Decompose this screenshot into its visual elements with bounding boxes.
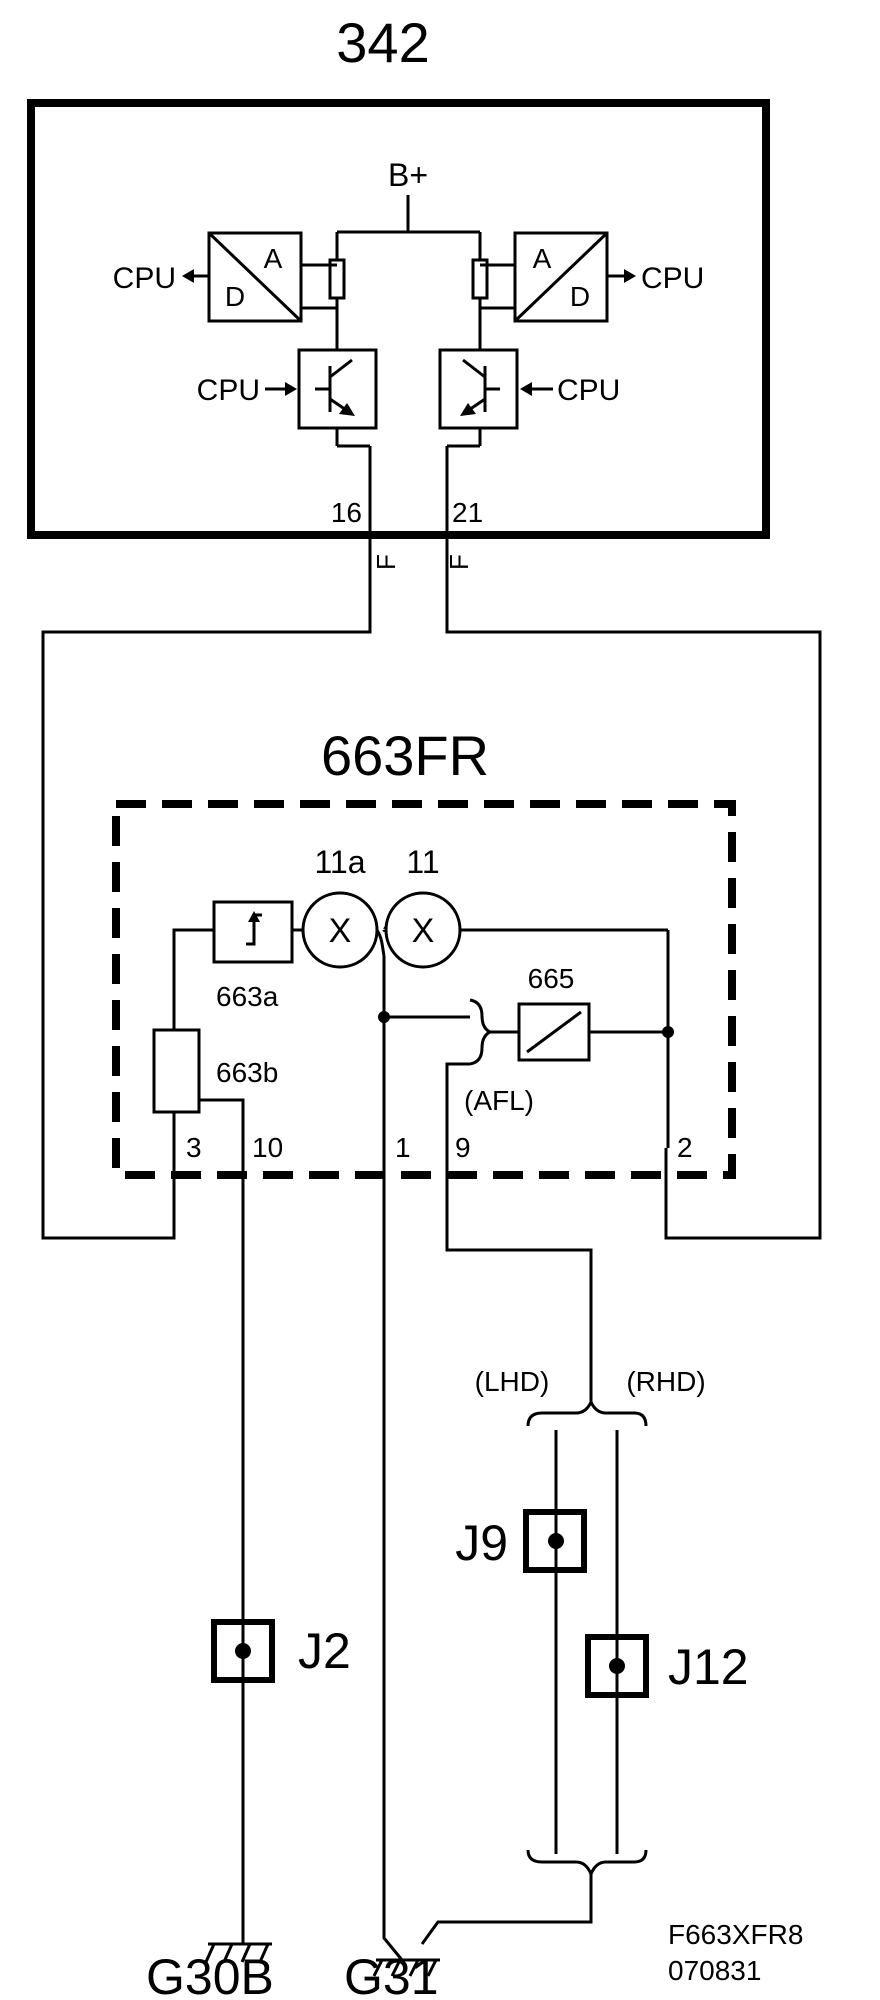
bulb-11: X <box>384 891 462 969</box>
cpu-in-right-arrow <box>520 382 532 396</box>
svg-text:X: X <box>412 912 435 950</box>
variant-brace-top <box>526 1398 648 1427</box>
pin-16-marker: F <box>371 554 401 570</box>
pin-21-marker: F <box>444 554 474 570</box>
module-pin-21: 21 <box>452 497 483 528</box>
cpu-out-left: CPU <box>113 262 176 295</box>
left-ad-converter: A D <box>207 231 303 323</box>
right-ad-converter: A D <box>513 231 609 323</box>
right-transistor <box>438 348 519 430</box>
cpu-out-right: CPU <box>641 262 704 295</box>
svg-text:D: D <box>225 281 245 312</box>
module-title: 342 <box>336 11 429 74</box>
resistor-label: 663b <box>216 1057 278 1088</box>
svg-text:A: A <box>533 243 552 274</box>
footer-code: F663XFR8 <box>668 1919 803 1950</box>
lamp-unit-outline <box>112 800 736 1179</box>
connector-j2-label: J2 <box>298 1623 351 1679</box>
rhd-label: (RHD) <box>626 1366 705 1397</box>
flasher-label: 663a <box>216 981 279 1012</box>
ground-g30b-label: G30B <box>146 1949 274 2000</box>
variant-brace-bottom <box>526 1849 648 1878</box>
left-transistor <box>297 348 378 430</box>
lamp-pin-9: 9 <box>455 1132 471 1163</box>
footer-date: 070831 <box>668 1955 761 1986</box>
cpu-out-left-arrow <box>182 269 194 283</box>
connector-j9 <box>523 1509 587 1573</box>
afl-label: (AFL) <box>464 1085 534 1116</box>
bulb-11a-label: 11a <box>314 844 365 880</box>
lamp-unit-title: 663FR <box>321 724 489 787</box>
resistor-663b <box>152 1028 201 1114</box>
svg-text:A: A <box>264 243 283 274</box>
ground-symbol-g31 <box>372 1958 440 1977</box>
module-pin-16: 16 <box>331 497 362 528</box>
supply-label: B+ <box>388 157 428 193</box>
svg-text:D: D <box>570 281 590 312</box>
lamp-pin-10: 10 <box>252 1132 283 1163</box>
lamp-pin-2: 2 <box>677 1132 693 1163</box>
ground-symbol-g30b <box>204 1942 272 1963</box>
connector-j12-label: J12 <box>668 1639 749 1695</box>
cpu-out-right-arrow <box>624 269 636 283</box>
cpu-in-left-arrow <box>285 382 297 396</box>
bulb-11a: X <box>301 891 379 969</box>
flasher-663a <box>212 900 294 964</box>
flasher-icon <box>246 913 262 946</box>
lhd-label: (LHD) <box>475 1366 550 1397</box>
cpu-in-right: CPU <box>557 374 620 407</box>
cpu-in-left: CPU <box>197 374 260 407</box>
pin2-junction <box>662 1026 674 1038</box>
connector-j12 <box>585 1634 649 1698</box>
lamp-pin-3: 3 <box>186 1132 202 1163</box>
bulb-11-label: 11 <box>406 844 439 880</box>
afl-brace <box>469 998 494 1066</box>
connector-j2 <box>211 1619 275 1683</box>
afl-relay-label: 665 <box>528 963 575 994</box>
module-342-outline <box>27 99 770 539</box>
ground-g31-label: G31 <box>344 1949 439 2000</box>
connector-j9-label: J9 <box>455 1515 508 1571</box>
lamp-pin-1: 1 <box>395 1132 411 1163</box>
svg-text:X: X <box>329 912 352 950</box>
